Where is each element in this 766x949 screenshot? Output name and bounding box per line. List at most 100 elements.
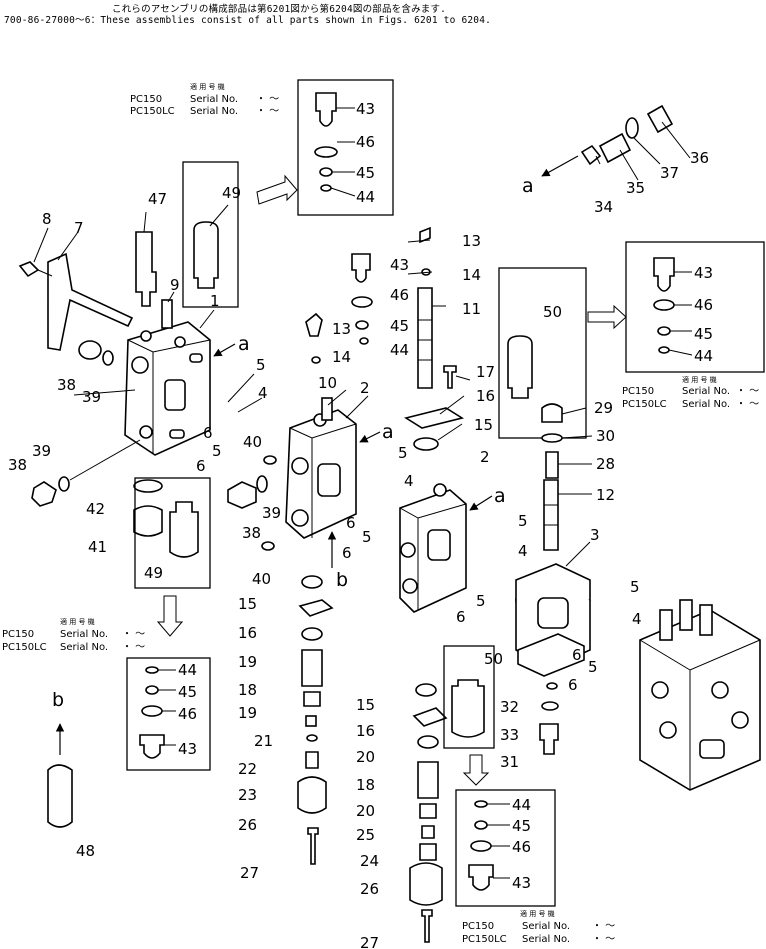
serial-model: PC150LC [462, 934, 507, 945]
part-50-right [507, 335, 533, 399]
label-14: 14 [462, 266, 481, 284]
label-43: 43 [178, 740, 197, 758]
label-16: 16 [238, 624, 257, 642]
label-45: 45 [178, 683, 197, 701]
label-41: 41 [88, 538, 107, 556]
label-11: 11 [462, 300, 481, 318]
label-4: 4 [258, 384, 268, 402]
label-33: 33 [500, 726, 519, 744]
part-13-mid [305, 312, 323, 337]
label-4: 4 [632, 610, 642, 628]
part-13-right [419, 226, 431, 244]
label-4: 4 [404, 472, 414, 490]
part-8-bolt [18, 261, 40, 278]
label-32: 32 [500, 698, 519, 716]
label-15: 15 [356, 696, 375, 714]
label-45: 45 [512, 817, 531, 835]
view-labels: a a a a b b [52, 175, 534, 711]
label-46: 46 [178, 705, 197, 723]
view-label-a: a [522, 175, 534, 197]
serial-text: Serial No. [682, 386, 730, 397]
label-15: 15 [238, 595, 257, 613]
serial-model: PC150 [622, 386, 654, 397]
serial-text: Serial No. [522, 934, 570, 945]
header-english: 700-86-27000～6：These assemblies consist … [4, 15, 492, 26]
serial-range: ・ ～ [592, 934, 615, 945]
valve-section-2-mid [285, 409, 357, 539]
label-6: 6 [456, 608, 466, 626]
serial-table-right: 適 用 号 機 PC150 Serial No. ・ ～ PC150LC Ser… [622, 375, 759, 410]
label-2: 2 [360, 379, 370, 397]
serial-range: ・ ～ [592, 921, 615, 932]
part-39-upper [102, 350, 114, 366]
part-45-mid [355, 320, 369, 330]
part-44-mid [359, 337, 369, 345]
serial-range: ・ ～ [256, 106, 279, 117]
valve-body-1 [124, 321, 211, 456]
serial-model: PC150 [130, 94, 162, 105]
serial-text: Serial No. [60, 642, 108, 653]
label-12: 12 [596, 486, 615, 504]
label-13: 13 [462, 232, 481, 250]
view-label-a: a [238, 333, 250, 355]
label-5: 5 [630, 578, 640, 596]
arrow-to-left-box [156, 595, 184, 637]
arrow-to-top-box [256, 174, 298, 205]
label-30: 30 [596, 427, 615, 445]
arrow-to-right-box [587, 304, 627, 330]
part-38-lower [31, 481, 57, 507]
view-label-a: a [494, 485, 506, 507]
label-34: 34 [594, 198, 613, 216]
label-1: 1 [210, 292, 220, 310]
label-43: 43 [694, 264, 713, 282]
label-6: 6 [203, 424, 213, 442]
arrow-a-left [213, 343, 236, 357]
label-50: 50 [484, 650, 503, 668]
serial-table-title: 適 用 号 機 [60, 617, 95, 626]
label-49: 49 [222, 184, 241, 202]
part-29 [541, 403, 563, 423]
serial-table-title: 適 用 号 機 [520, 909, 555, 918]
label-26: 26 [360, 880, 379, 898]
label-38: 38 [8, 456, 27, 474]
label-43: 43 [390, 256, 409, 274]
label-36: 36 [690, 149, 709, 167]
label-6: 6 [196, 457, 206, 475]
top-right-assembly [541, 104, 674, 177]
label-9: 9 [170, 276, 180, 294]
assembled-valve-illustration [639, 599, 761, 791]
detail-box-49-top [182, 161, 239, 308]
label-21: 21 [254, 732, 273, 750]
label-16: 16 [476, 387, 495, 405]
part-9 [161, 299, 173, 329]
label-5: 5 [476, 592, 486, 610]
detail-box-top [297, 79, 394, 216]
part-40-upper [263, 455, 277, 465]
label-16: 16 [356, 722, 375, 740]
part-30 [541, 433, 563, 443]
part-43-mid [351, 253, 371, 283]
part-33 [541, 701, 559, 711]
label-40: 40 [243, 433, 262, 451]
header-japanese: これらのアセンブリの構成部品は第6201図から第6204図の部品を含みます. [112, 4, 447, 15]
label-35: 35 [626, 179, 645, 197]
part-labels: 43 46 45 44 43 46 45 44 44 45 46 43 44 4… [8, 100, 713, 949]
label-37: 37 [660, 164, 679, 182]
label-2: 2 [480, 448, 490, 466]
label-46: 46 [512, 838, 531, 856]
label-44: 44 [694, 347, 713, 365]
label-3: 3 [590, 526, 600, 544]
label-29: 29 [594, 399, 613, 417]
label-43: 43 [356, 100, 375, 118]
leader-lines [33, 121, 691, 567]
label-4: 4 [518, 542, 528, 560]
part-7-bracket [47, 252, 134, 351]
label-19: 19 [238, 704, 257, 722]
valve-section-3 [515, 563, 591, 677]
label-14: 14 [332, 348, 351, 366]
label-18: 18 [238, 681, 257, 699]
serial-text: Serial No. [190, 94, 238, 105]
label-48: 48 [76, 842, 95, 860]
label-46: 46 [356, 133, 375, 151]
